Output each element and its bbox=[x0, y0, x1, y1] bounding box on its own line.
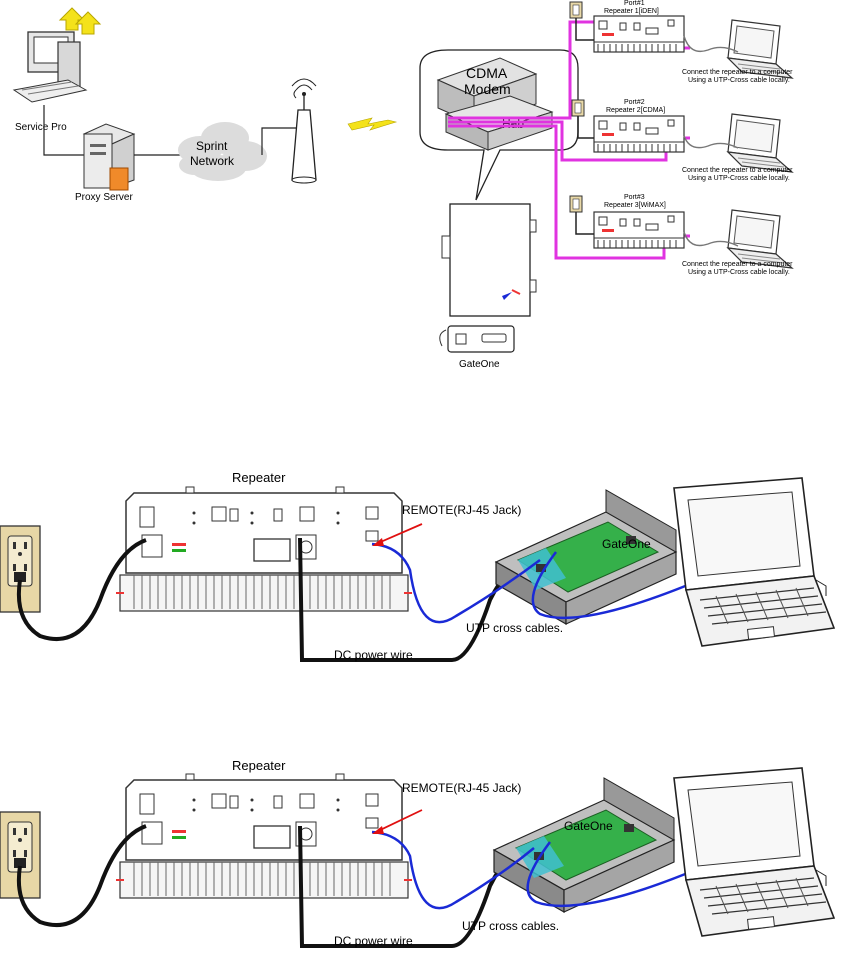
laptop-big-1-icon bbox=[673, 477, 835, 647]
remote-label-1: REMOTE(RJ-45 Jack) bbox=[402, 503, 521, 517]
port-2-connect-line2: Using a UTP-Cross cable locally. bbox=[688, 175, 790, 182]
network-label-line2: Network bbox=[190, 154, 235, 168]
gateone-cabinet-icon bbox=[441, 203, 537, 317]
repeater-1-icon bbox=[593, 15, 685, 53]
wiring-diagram-2: Repeater DC power wire GateOne UTP cross… bbox=[0, 758, 835, 948]
gateone-box-2-icon bbox=[493, 777, 675, 913]
port-1-repeater-label: Repeater 1[iDEN] bbox=[604, 8, 659, 15]
utp-label-2: UTP cross cables. bbox=[462, 919, 559, 933]
port-3-connect-line1: Connect the repeater to a computer bbox=[682, 261, 793, 268]
outlet-2-icon bbox=[571, 99, 585, 117]
dc-power-label-1: DC power wire bbox=[334, 648, 413, 662]
port-1-connect-line1: Connect the repeater to a computer bbox=[682, 69, 793, 76]
repeater-3-icon bbox=[593, 211, 685, 249]
sprint-network-cloud bbox=[178, 122, 267, 181]
modem-label-line2: Modem bbox=[464, 81, 511, 97]
modem-label-line1: CDMA bbox=[466, 65, 508, 81]
gateone-unit-icon bbox=[439, 325, 515, 353]
outlet-1-icon bbox=[569, 1, 583, 19]
utp-label-1: UTP cross cables. bbox=[466, 621, 563, 635]
repeater-2-icon bbox=[593, 115, 685, 153]
network-label-line1: Sprint bbox=[196, 139, 228, 153]
port-1-connect-line2: Using a UTP-Cross cable locally. bbox=[688, 77, 790, 84]
overview-diagram: Service Pro Proxy Server Sprint Network bbox=[13, 0, 793, 370]
gateone-label-1: GateOne bbox=[602, 537, 651, 551]
laptop-big-2-icon bbox=[673, 767, 835, 937]
service-pro-computer-icon bbox=[13, 31, 87, 103]
gateone-label-2: GateOne bbox=[564, 819, 613, 833]
remote-label-2: REMOTE(RJ-45 Jack) bbox=[402, 781, 521, 795]
port-3-connect-line2: Using a UTP-Cross cable locally. bbox=[688, 269, 790, 276]
port-1-group: Port#1 Repeater 1[iDEN] Connect the repe… bbox=[569, 0, 793, 84]
service-pro-label: Service Pro bbox=[15, 122, 67, 133]
repeater-label-2: Repeater bbox=[232, 758, 286, 773]
port-2-label: Port#2 bbox=[624, 99, 645, 106]
port-1-label: Port#1 bbox=[624, 0, 645, 7]
gateone-box-1-icon bbox=[495, 489, 677, 625]
dc-power-label-2: DC power wire bbox=[334, 934, 413, 948]
port-2-repeater-label: Repeater 2[CDMA] bbox=[606, 107, 665, 114]
port-3-repeater-label: Repeater 3[WiMAX] bbox=[604, 202, 666, 209]
laptop-2-icon bbox=[727, 113, 793, 173]
laptop-3-icon bbox=[727, 209, 793, 269]
repeater-big-2-icon bbox=[115, 773, 413, 899]
proxy-server-label: Proxy Server bbox=[75, 192, 133, 203]
antenna-tower-icon bbox=[291, 78, 317, 184]
port-3-group: Port#3 Repeater 3[WiMAX] Connect the rep… bbox=[569, 194, 793, 276]
outlet-3-icon bbox=[569, 195, 583, 213]
port-2-connect-line1: Connect the repeater to a computer bbox=[682, 167, 793, 174]
repeater-label-1: Repeater bbox=[232, 470, 286, 485]
port-3-label: Port#3 bbox=[624, 194, 645, 201]
wiring-diagram-1: Repeater DC power wire GateOne UTP cross… bbox=[0, 470, 835, 662]
lightning-icon bbox=[347, 117, 398, 131]
port-2-group: Port#2 Repeater 2[CDMA] Connect the repe… bbox=[571, 99, 793, 182]
gateone-label: GateOne bbox=[459, 359, 500, 370]
proxy-server-icon bbox=[82, 123, 136, 191]
repeater-big-1-icon bbox=[115, 486, 413, 612]
